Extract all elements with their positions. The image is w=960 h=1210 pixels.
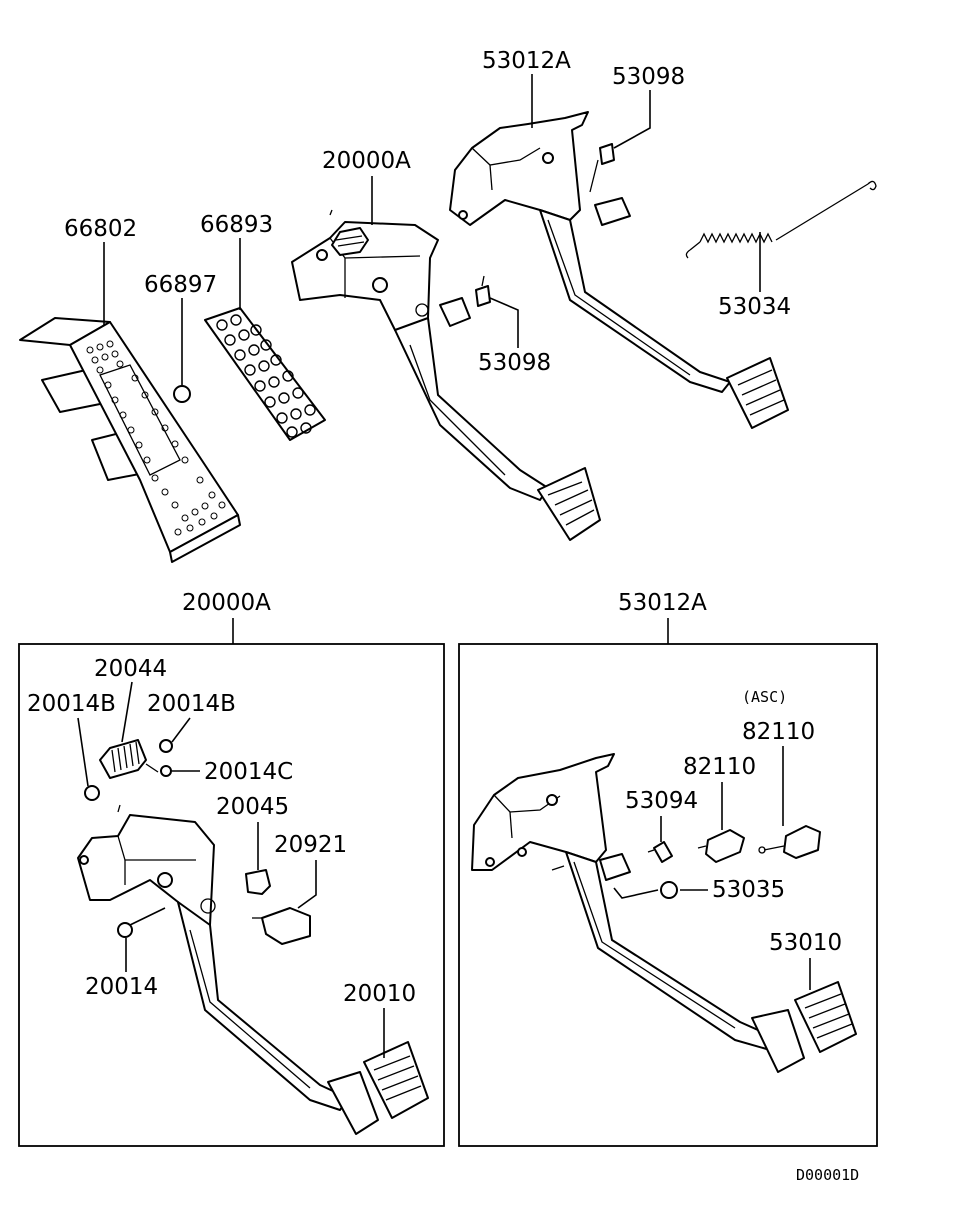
pedal-pad-66893 <box>204 307 326 441</box>
switch-20921 <box>252 907 311 945</box>
switch-53098-top <box>599 143 615 165</box>
stopper-20045 <box>245 869 271 895</box>
clutch-detail-box: 20000A 20 <box>18 590 445 1147</box>
washer-20014B-right <box>159 739 173 753</box>
brake-pedal-assembly-top <box>449 111 789 429</box>
label-20044: 20044 <box>94 656 167 682</box>
label-53094: 53094 <box>625 788 698 814</box>
label-53098-mid: 53098 <box>478 350 551 376</box>
brake-detail-box: 53012A <box>458 590 878 1147</box>
label-20014B-right: 20014B <box>147 691 236 717</box>
bushing-20014 <box>117 922 133 938</box>
label-66893: 66893 <box>200 212 273 238</box>
label-20014B-left: 20014B <box>27 691 116 717</box>
label-53012A-box: 53012A <box>618 590 707 616</box>
switch-82110-asc <box>758 825 821 859</box>
washer-20014B-left <box>84 785 100 801</box>
label-53010: 53010 <box>769 930 842 956</box>
label-66802: 66802 <box>64 216 137 242</box>
switch-53098-mid <box>475 275 491 307</box>
label-20014: 20014 <box>85 974 158 1000</box>
clip-20014C <box>160 765 172 777</box>
stopper-53035 <box>660 881 678 899</box>
label-20010: 20010 <box>343 981 416 1007</box>
label-53098-top: 53098 <box>612 64 685 90</box>
label-20921: 20921 <box>274 832 347 858</box>
top-labels: 53012A 53098 20000A 66802 66893 66897 53… <box>64 48 791 385</box>
label-82110: 82110 <box>683 754 756 780</box>
switch-82110 <box>697 829 745 863</box>
label-53035: 53035 <box>712 877 785 903</box>
clip-66897 <box>173 385 191 403</box>
label-53012A-top: 53012A <box>482 48 571 74</box>
label-20014C: 20014C <box>204 759 293 785</box>
label-20000A-box: 20000A <box>182 590 271 616</box>
drawing-code: D00001D <box>796 1166 859 1184</box>
label-asc: (ASC) <box>742 688 787 706</box>
cushion-53094 <box>647 841 673 863</box>
clutch-pedal-assembly-top <box>291 209 601 541</box>
label-66897: 66897 <box>144 272 217 298</box>
label-82110-asc: 82110 <box>742 719 815 745</box>
label-20045: 20045 <box>216 794 289 820</box>
accelerator-pad-texture <box>86 340 226 536</box>
label-20000A-top: 20000A <box>322 148 411 174</box>
accelerator-pedal-66802 <box>19 317 241 563</box>
return-spring-53034 <box>685 180 877 259</box>
label-53034: 53034 <box>718 294 791 320</box>
